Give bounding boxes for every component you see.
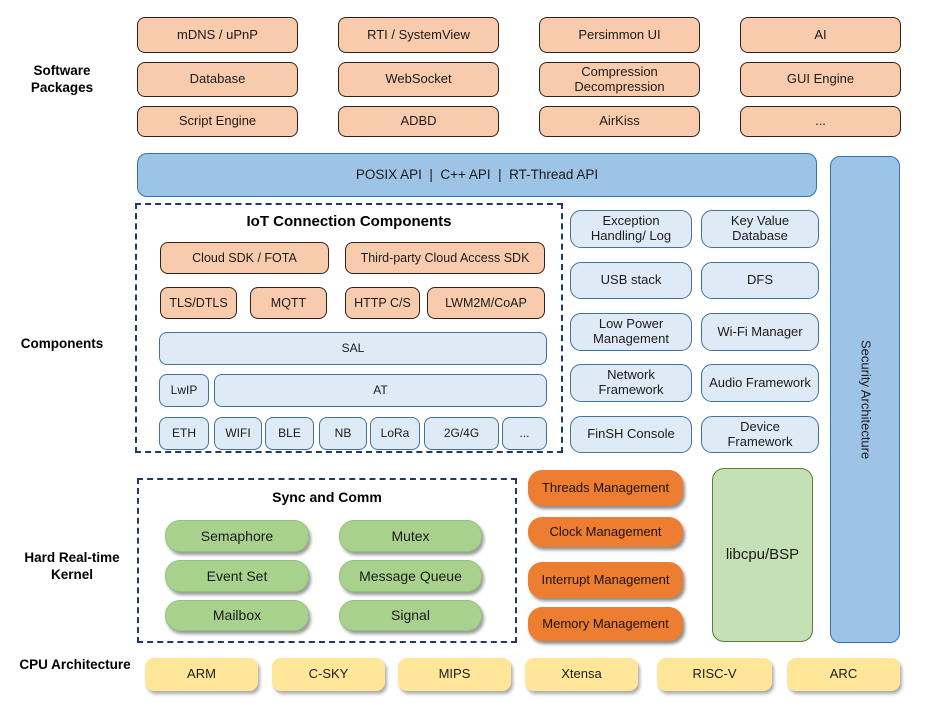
cpu-box-xtensa: Xtensa bbox=[525, 658, 638, 691]
package-box-database: Database bbox=[137, 62, 298, 97]
iot-connection-group: IoT Connection Components Cloud SDK / FO… bbox=[135, 203, 563, 453]
kernel-box-mutex: Mutex bbox=[339, 520, 482, 552]
component-box-device-framework: Device Framework bbox=[701, 416, 819, 453]
iot-box-at: AT bbox=[214, 374, 547, 407]
cpu-box-riscv: RISC-V bbox=[657, 658, 772, 691]
package-box-rti-systemview: RTI / SystemView bbox=[338, 17, 499, 53]
iot-box-mqtt: MQTT bbox=[250, 287, 327, 319]
component-box-low-power: Low Power Management bbox=[570, 313, 692, 351]
kernel-box-mailbox: Mailbox bbox=[165, 600, 309, 631]
package-box-websocket: WebSocket bbox=[338, 62, 499, 97]
iot-link-more: ... bbox=[502, 417, 547, 450]
component-box-wifi-manager: Wi-Fi Manager bbox=[701, 313, 819, 351]
api-bar: POSIX API | C++ API | RT-Thread API bbox=[137, 153, 817, 197]
component-box-dfs: DFS bbox=[701, 262, 819, 299]
cpu-box-arc: ARC bbox=[787, 658, 900, 691]
kernel-box-clock-management: Clock Management bbox=[528, 517, 683, 547]
component-box-exception-log: Exception Handling/ Log bbox=[570, 210, 692, 248]
kernel-box-memory-management: Memory Management bbox=[528, 607, 683, 641]
iot-box-lwm2m-coap: LWM2M/CoAP bbox=[427, 287, 545, 319]
libcpu-bsp-box: libcpu/BSP bbox=[712, 468, 813, 642]
package-box-script-engine: Script Engine bbox=[137, 106, 298, 137]
section-label-software-packages: Software Packages bbox=[30, 63, 94, 95]
cpu-box-csky: C-SKY bbox=[272, 658, 385, 691]
iot-link-2g4g: 2G/4G bbox=[424, 417, 499, 450]
kernel-box-threads-management: Threads Management bbox=[528, 470, 683, 506]
iot-box-cloud-sdk-fota: Cloud SDK / FOTA bbox=[160, 242, 329, 274]
iot-link-eth: ETH bbox=[159, 417, 209, 450]
iot-box-sal: SAL bbox=[159, 332, 547, 365]
section-label-kernel: Hard Real-time Kernel bbox=[24, 550, 120, 582]
kernel-box-signal: Signal bbox=[339, 600, 482, 631]
component-box-usb-stack: USB stack bbox=[570, 262, 692, 299]
iot-group-title: IoT Connection Components bbox=[246, 213, 452, 230]
package-box-adbd: ADBD bbox=[338, 106, 499, 137]
component-box-network-framework: Network Framework bbox=[570, 364, 692, 402]
kernel-box-message-queue: Message Queue bbox=[339, 560, 482, 592]
iot-box-lwip: LwIP bbox=[159, 374, 209, 407]
cpu-box-arm: ARM bbox=[145, 658, 258, 691]
sync-comm-title: Sync and Comm bbox=[272, 489, 382, 505]
sync-comm-group: Sync and Comm Semaphore Event Set Mailbo… bbox=[137, 478, 517, 643]
iot-link-wifi: WIFI bbox=[214, 417, 262, 450]
kernel-box-semaphore: Semaphore bbox=[165, 520, 309, 552]
component-box-finsh-console: FinSH Console bbox=[570, 416, 692, 453]
iot-box-http-cs: HTTP C/S bbox=[345, 287, 420, 319]
section-label-components: Components bbox=[20, 336, 104, 351]
iot-link-nb: NB bbox=[319, 417, 367, 450]
section-label-cpu: CPU Architecture bbox=[19, 657, 131, 672]
iot-box-thirdparty-sdk: Third-party Cloud Access SDK bbox=[345, 242, 545, 274]
kernel-box-interrupt-management: Interrupt Management bbox=[528, 562, 683, 598]
package-box-gui-engine: GUI Engine bbox=[740, 62, 901, 97]
kernel-box-event-set: Event Set bbox=[165, 560, 309, 592]
component-box-key-value-db: Key Value Database bbox=[701, 210, 819, 248]
package-box-persimmon-ui: Persimmon UI bbox=[539, 17, 700, 53]
iot-link-ble: BLE bbox=[265, 417, 314, 450]
package-box-ai: AI bbox=[740, 17, 901, 53]
iot-box-tls-dtls: TLS/DTLS bbox=[160, 287, 237, 319]
cpu-box-mips: MIPS bbox=[398, 658, 511, 691]
security-architecture-bar: Security Architecture bbox=[830, 156, 900, 643]
package-box-compression: Compression Decompression bbox=[539, 62, 700, 97]
package-box-mdns-upnp: mDNS / uPnP bbox=[137, 17, 298, 53]
package-box-airkiss: AirKiss bbox=[539, 106, 700, 137]
iot-link-lora: LoRa bbox=[370, 417, 420, 450]
package-box-more: ... bbox=[740, 106, 901, 137]
component-box-audio-framework: Audio Framework bbox=[701, 364, 819, 402]
